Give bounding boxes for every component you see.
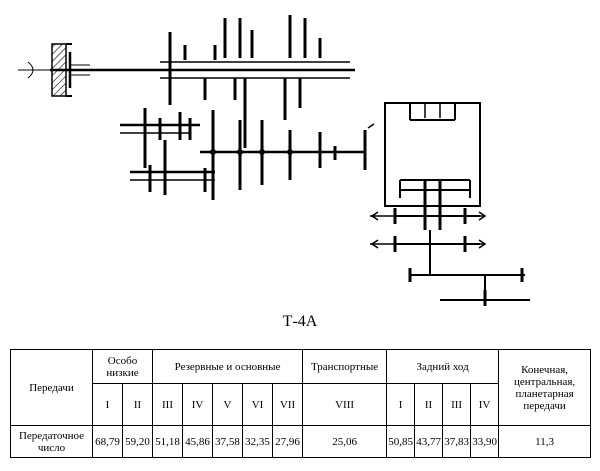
diagram-caption: Т-4А bbox=[282, 313, 318, 330]
gear-cell: II bbox=[414, 383, 444, 426]
row-header-gears: Передачи bbox=[10, 349, 93, 426]
group-special-low: Особо низкие bbox=[92, 349, 153, 384]
gear-cell: III bbox=[152, 383, 183, 426]
group-transport: Транспортные bbox=[302, 349, 388, 384]
rear-axle-housing bbox=[345, 102, 481, 230]
ratio-cell: 32,35 bbox=[242, 425, 273, 458]
gear-cell: VII bbox=[271, 383, 304, 426]
row-header-ratio: Передаточное число bbox=[10, 425, 93, 458]
ratio-cell: 50,85 bbox=[386, 425, 416, 458]
ratio-cell: 59,20 bbox=[122, 425, 153, 458]
ratio-cell: 37,83 bbox=[442, 425, 472, 458]
ratio-cell: 68,79 bbox=[92, 425, 123, 458]
gear-cell: V bbox=[212, 383, 243, 426]
gear-cell: IV bbox=[182, 383, 213, 426]
gear-cell: I bbox=[386, 383, 416, 426]
gear-cell: IV bbox=[470, 383, 500, 426]
ratio-cell: 25,06 bbox=[302, 425, 388, 458]
upper-gears bbox=[160, 15, 350, 148]
ratio-cell: 45,86 bbox=[182, 425, 213, 458]
group-reserve-main: Резервные и основные bbox=[151, 349, 304, 384]
counter-shafts bbox=[120, 108, 215, 195]
gear-cell: VI bbox=[242, 383, 273, 426]
ratio-cell: 33,90 bbox=[470, 425, 500, 458]
group-final-drive: Конечная, центральная, планетарная перед… bbox=[498, 349, 592, 426]
gear-cell: II bbox=[122, 383, 153, 426]
ratio-cell: 27,96 bbox=[271, 425, 304, 458]
transmission-kinematic-diagram bbox=[18, 15, 530, 306]
intermediate-shaft bbox=[200, 110, 345, 200]
input-rotation-arrow bbox=[18, 61, 50, 79]
ratio-cell: 51,18 bbox=[152, 425, 183, 458]
final-drives bbox=[370, 208, 530, 306]
gear-cell: VIII bbox=[302, 383, 388, 426]
gear-cell: I bbox=[92, 383, 123, 426]
final-ratio-cell: 11,3 bbox=[498, 425, 592, 458]
group-reverse: Задний ход bbox=[386, 349, 500, 384]
ratio-cell: 37,58 bbox=[212, 425, 243, 458]
ratio-cell: 43,77 bbox=[414, 425, 444, 458]
gear-cell: III bbox=[442, 383, 472, 426]
gear-ratio-table: Передачи Особо низкие Резервные и основн… bbox=[10, 349, 592, 458]
